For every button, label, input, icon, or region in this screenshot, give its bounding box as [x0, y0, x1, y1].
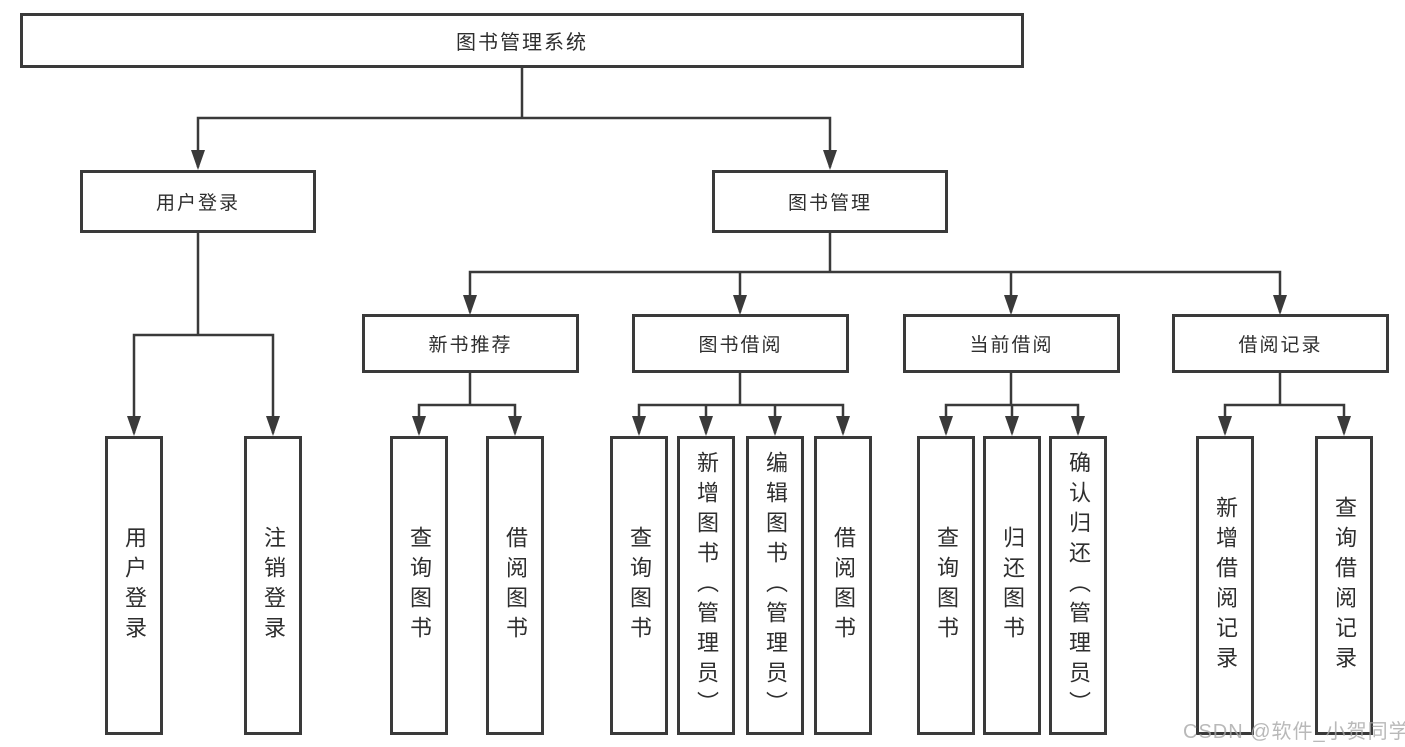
arrow-down-icon	[733, 295, 747, 315]
arrow-down-icon	[266, 416, 280, 436]
leaf-add-borrow-record: 新增借阅记录	[1196, 436, 1254, 735]
node-book-borrow: 图书借阅	[632, 314, 849, 373]
node-label: 查询图书	[934, 525, 959, 646]
node-library-system: 图书管理系统	[20, 13, 1024, 68]
node-label: 借阅记录	[1238, 335, 1323, 356]
node-label: 当前借阅	[969, 335, 1054, 356]
leaf-query-borrow-record: 查询借阅记录	[1315, 436, 1373, 735]
leaf-return-books: 归还图书	[983, 436, 1041, 735]
node-label: 图书管理系统	[456, 32, 588, 54]
arrow-down-icon	[1004, 295, 1018, 315]
arrow-down-icon	[508, 416, 522, 436]
node-label: 用户登录	[122, 525, 147, 646]
node-label: 归还图书	[1000, 525, 1025, 646]
arrow-down-icon	[1071, 416, 1085, 436]
arrow-down-icon	[823, 150, 837, 170]
csdn-watermark: CSDN @软件_小贺同学	[1183, 721, 1405, 743]
leaf-query-books-borrow: 查询图书	[610, 436, 668, 735]
node-label: 新书推荐	[428, 335, 513, 356]
node-label: 查询图书	[627, 525, 652, 646]
node-label: 图书管理	[787, 193, 872, 214]
leaf-confirm-return-admin: 确认归还（管理员）	[1049, 436, 1107, 735]
arrow-down-icon	[939, 416, 953, 436]
node-label: 新增借阅记录	[1213, 495, 1238, 676]
node-label: 借阅图书	[503, 525, 528, 646]
node-label: 借阅图书	[831, 525, 856, 646]
node-new-book-recommend: 新书推荐	[362, 314, 579, 373]
leaf-borrow-books-recommend: 借阅图书	[486, 436, 544, 735]
arrow-down-icon	[1337, 416, 1351, 436]
node-label: 确认归还（管理员）	[1066, 450, 1091, 721]
node-label: 用户登录	[155, 193, 240, 214]
leaf-query-books-current: 查询图书	[917, 436, 975, 735]
node-label: 新增图书（管理员）	[694, 450, 719, 721]
connector-path	[132, 66, 1346, 434]
leaf-user-login: 用户登录	[105, 436, 163, 735]
node-book-management: 图书管理	[712, 170, 948, 233]
arrow-down-icon	[699, 416, 713, 436]
arrow-down-icon	[836, 416, 850, 436]
arrow-down-icon	[191, 150, 205, 170]
leaf-query-books-recommend: 查询图书	[390, 436, 448, 735]
arrow-down-icon	[412, 416, 426, 436]
arrow-down-icon	[768, 416, 782, 436]
leaf-edit-books-admin: 编辑图书（管理员）	[746, 436, 804, 735]
arrow-down-icon	[632, 416, 646, 436]
arrow-down-icon	[1218, 416, 1232, 436]
arrow-down-icon	[1273, 295, 1287, 315]
node-label: 查询借阅记录	[1332, 495, 1357, 676]
node-label: 编辑图书（管理员）	[763, 450, 788, 721]
leaf-logout-login: 注销登录	[244, 436, 302, 735]
node-label: 图书借阅	[698, 335, 783, 356]
node-borrow-records: 借阅记录	[1172, 314, 1389, 373]
node-current-borrow: 当前借阅	[903, 314, 1120, 373]
leaf-borrow-books: 借阅图书	[814, 436, 872, 735]
arrow-down-icon	[1005, 416, 1019, 436]
arrow-down-icon	[127, 416, 141, 436]
node-label: 注销登录	[261, 525, 286, 646]
leaf-add-books-admin: 新增图书（管理员）	[677, 436, 735, 735]
node-label: 查询图书	[407, 525, 432, 646]
arrow-down-icon	[463, 295, 477, 315]
node-user-login: 用户登录	[80, 170, 316, 233]
